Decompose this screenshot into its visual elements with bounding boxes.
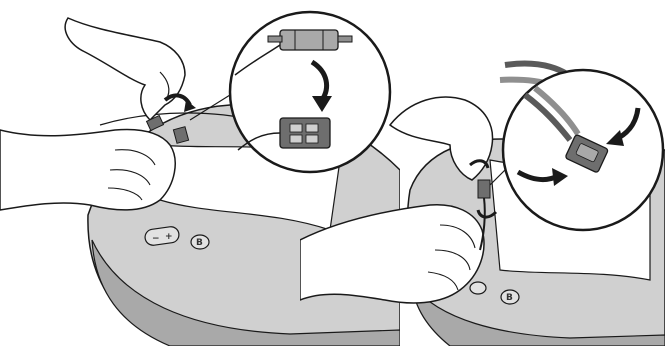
upper-hand	[65, 18, 185, 120]
step-2-drawing: B	[300, 0, 665, 346]
connector-latch[interactable]	[478, 180, 490, 198]
small-button[interactable]	[470, 282, 486, 294]
step-2-illustration: B	[300, 0, 665, 346]
plus-button-label: +	[165, 232, 173, 242]
b-button-label: B	[506, 293, 513, 303]
minus-button-label: −	[152, 234, 160, 244]
b-button-label: B	[196, 238, 203, 248]
lower-hand	[0, 130, 175, 210]
